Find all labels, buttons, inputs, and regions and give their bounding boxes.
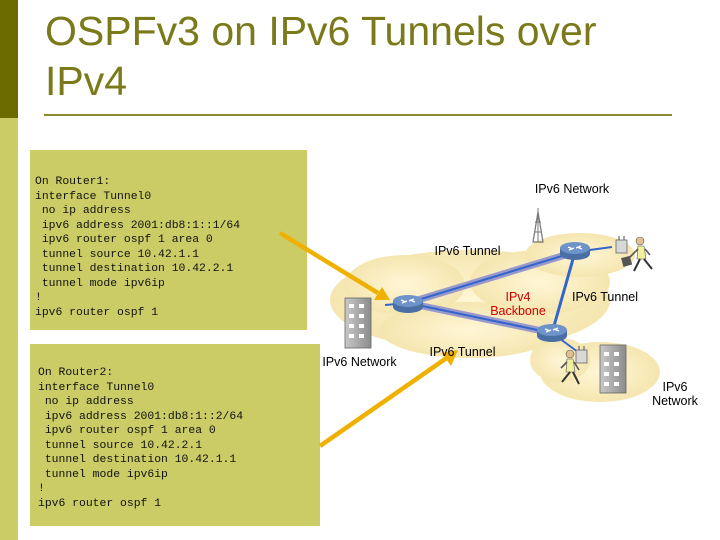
- ipv6-network-top-label: IPv6 Network: [532, 182, 612, 196]
- router-icon: [560, 242, 590, 260]
- ipv6-tunnel-right-label: IPv6 Tunnel: [570, 290, 640, 304]
- building-icon: [600, 345, 626, 393]
- ipv6-tunnel-top-label: IPv6 Tunnel: [420, 244, 515, 258]
- phone-icon: [616, 236, 627, 253]
- router-icon: [537, 324, 567, 342]
- ipv6-network-right-label: IPv6 Network: [640, 380, 710, 408]
- ipv4-backbone-label: IPv4 Backbone: [478, 290, 558, 318]
- ipv6-network-left-label: IPv6 Network: [322, 355, 397, 369]
- ipv6-tunnel-bottom-label: IPv6 Tunnel: [425, 345, 500, 359]
- building-icon: [345, 298, 371, 348]
- router-icon: [393, 295, 423, 313]
- antenna-tower-icon: [533, 208, 543, 242]
